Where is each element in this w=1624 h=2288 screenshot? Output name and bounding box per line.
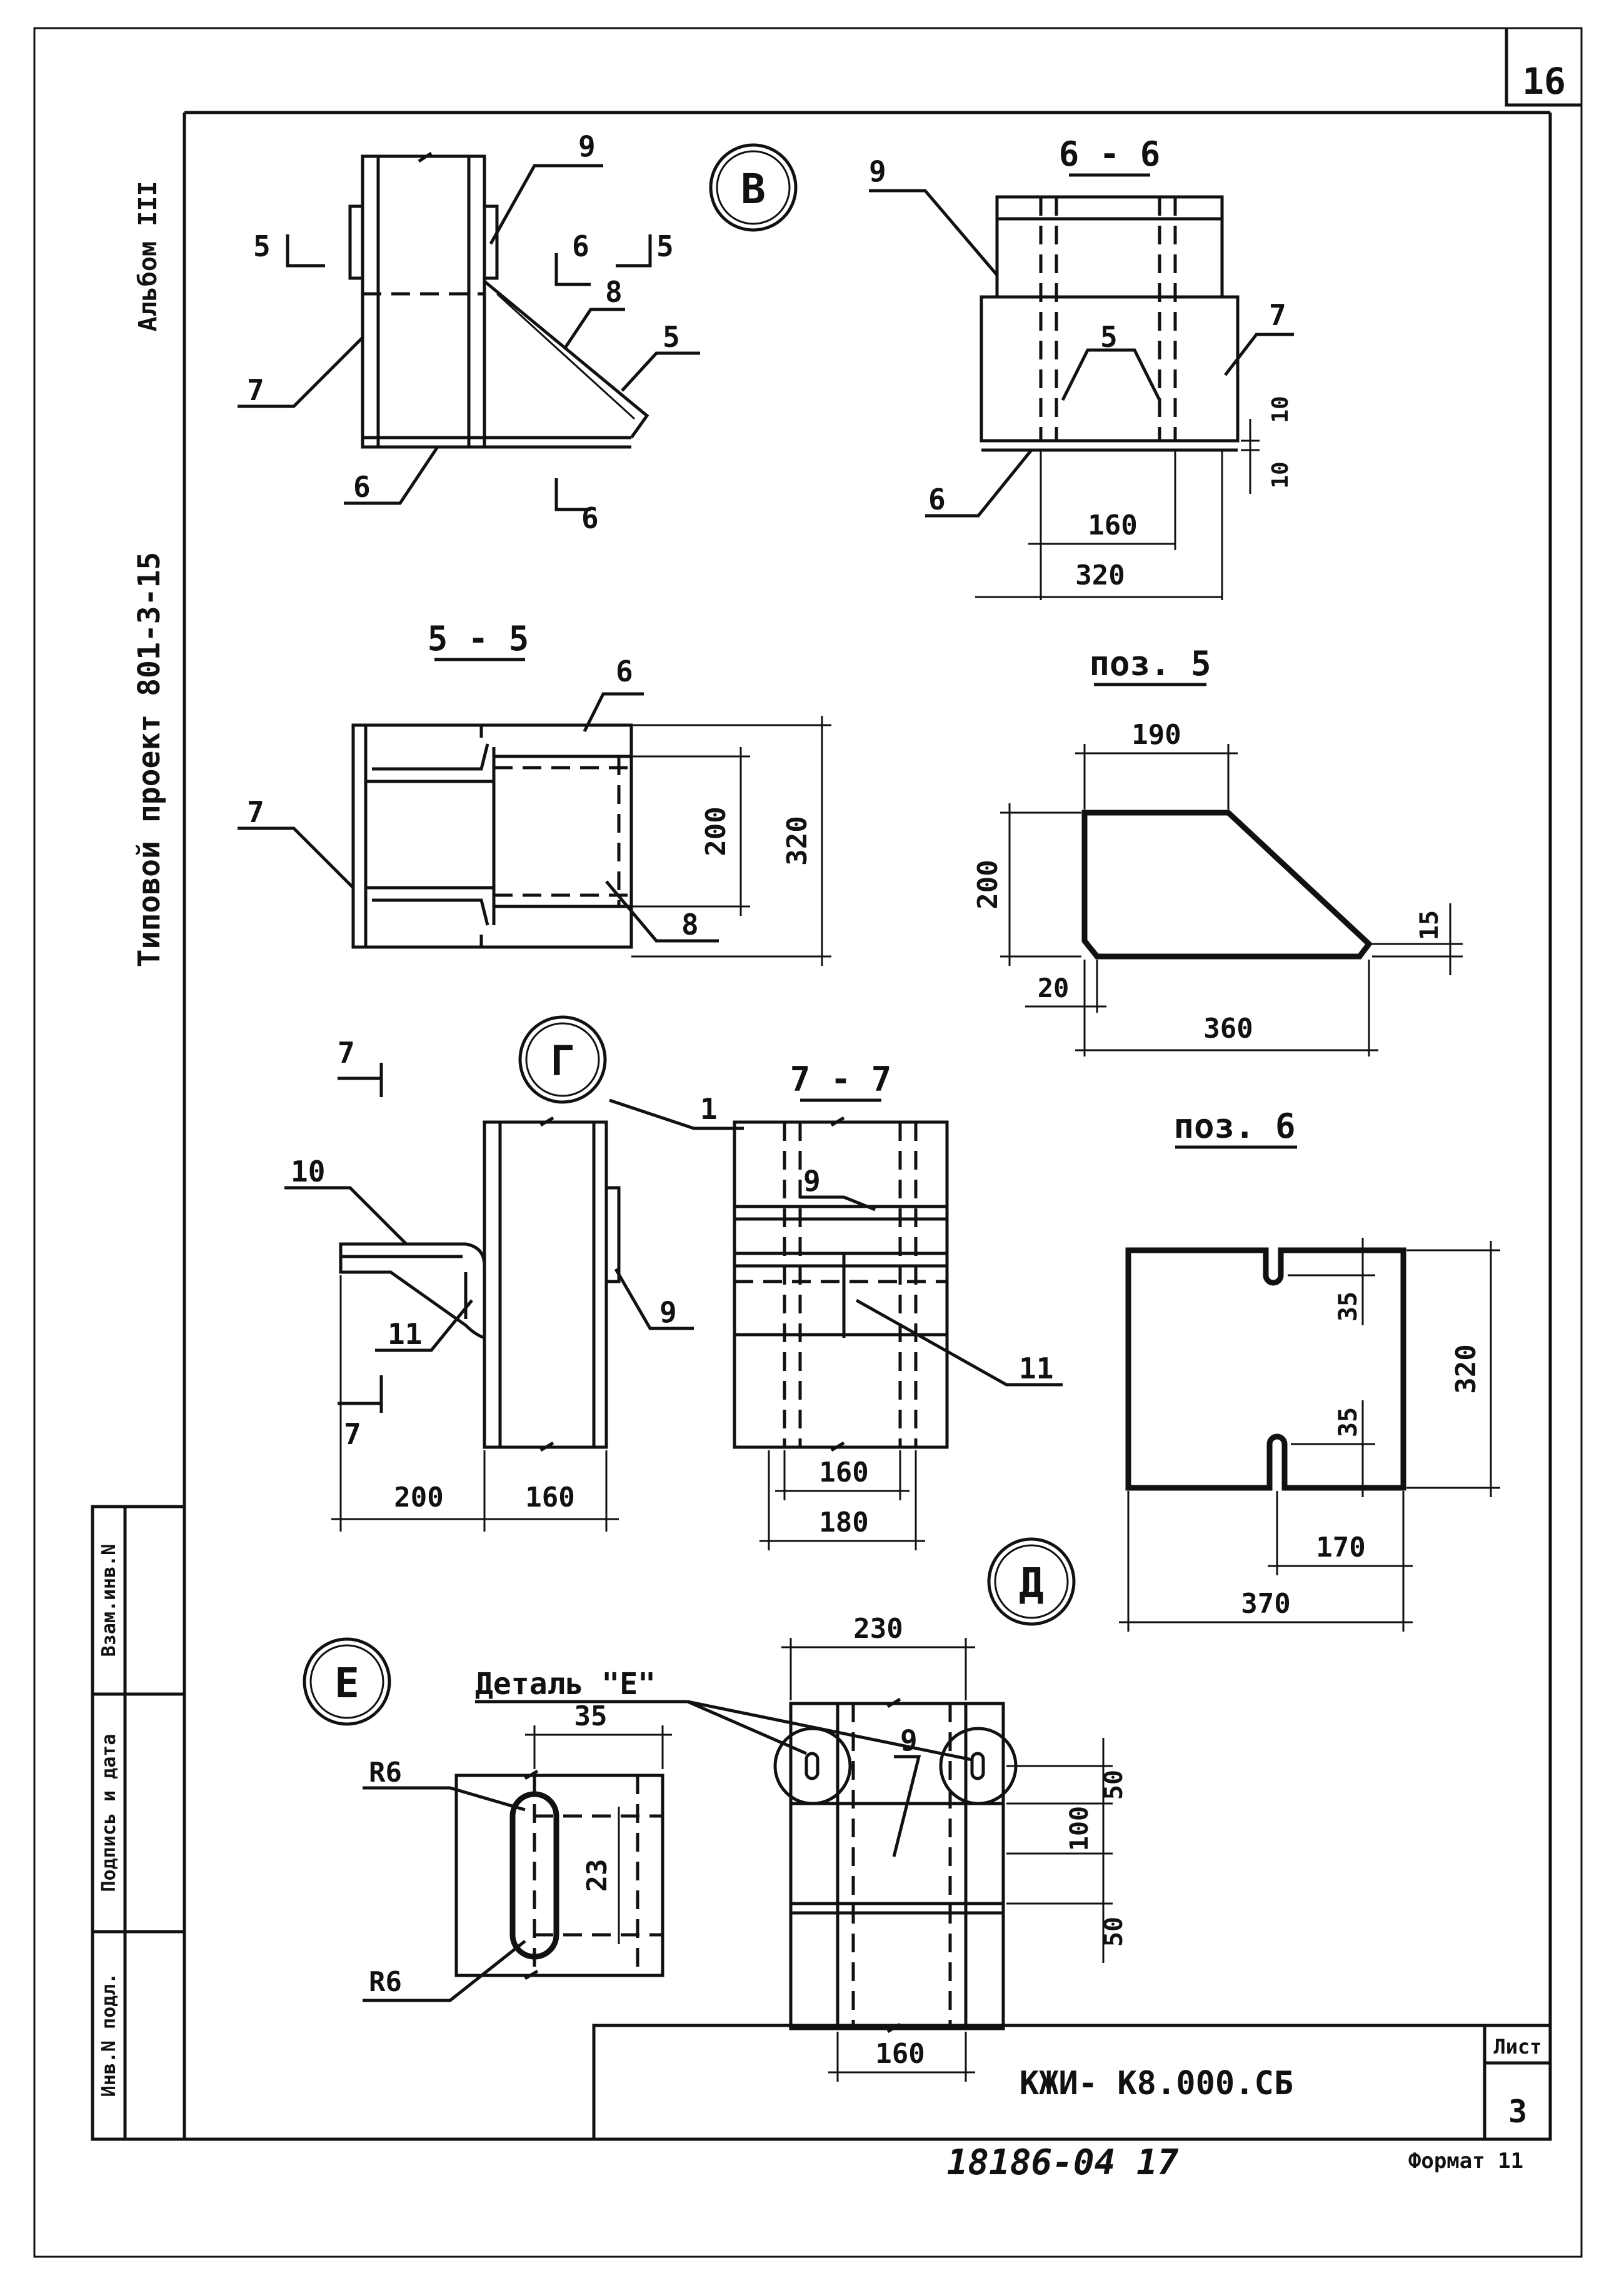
node-g-d160: 160 <box>525 1482 574 1513</box>
archive-number: 18186-04 17 <box>947 2142 1179 2183</box>
node-v-cut5a: 5 <box>253 229 271 263</box>
album-label: Альбом III <box>134 181 163 332</box>
node-d-p9: 9 <box>900 1724 918 1757</box>
section-77-d160: 160 <box>819 1457 868 1488</box>
pos6: поз. 6 35 35 320 170 370 <box>1119 1106 1500 1632</box>
section-55-h200: 200 <box>700 806 732 856</box>
pos5-chamfer: 15 <box>1415 910 1444 940</box>
node-g: Г 7 7 10 1 9 11 200 160 <box>284 1015 744 1532</box>
section-77-p9: 9 <box>803 1164 821 1198</box>
inv-podl-label: Инв.N подл. <box>98 1973 120 2097</box>
section-66-p6: 6 <box>928 483 946 516</box>
node-g-title: Г <box>550 1037 575 1085</box>
node-v-title: В <box>741 165 766 213</box>
node-v-cut6a: 6 <box>572 229 589 263</box>
section-55: 5 - 5 6 7 8 200 320 <box>238 619 831 966</box>
node-d: Д Деталь "Е" 9 230 50 100 50 <box>475 1537 1128 2082</box>
node-g-p9: 9 <box>659 1295 677 1329</box>
page-number: 16 <box>1522 60 1566 103</box>
vzam-label: Взам.инв.N <box>98 1544 120 1657</box>
section-66-title: 6 - 6 <box>1059 134 1161 174</box>
section-77-d180: 180 <box>819 1507 868 1538</box>
node-v-cut6b: 6 <box>581 501 599 535</box>
pos6-slot-top: 35 <box>1334 1292 1363 1322</box>
node-g-p11: 11 <box>388 1317 422 1351</box>
podpis-label: Подпись и дата <box>98 1734 120 1892</box>
node-d-d100: 100 <box>1065 1806 1094 1851</box>
pos5-top: 190 <box>1131 719 1181 751</box>
section-66-p7: 7 <box>1269 298 1286 332</box>
pos5-title: поз. 5 <box>1089 644 1211 683</box>
pos6-offset: 170 <box>1316 1532 1365 1563</box>
node-g-d200: 200 <box>394 1482 443 1513</box>
section-66-p9: 9 <box>869 154 886 188</box>
node-v-p9: 9 <box>578 129 596 163</box>
node-g-p1: 1 <box>700 1092 718 1126</box>
section-55-h320: 320 <box>781 816 813 865</box>
section-66-outer: 320 <box>1075 559 1125 591</box>
section-55-p8: 8 <box>681 908 699 941</box>
sheet-number: 3 <box>1508 2094 1527 2130</box>
section-77: 7 - 7 9 11 160 180 <box>733 1060 1063 1550</box>
section-55-title: 5 - 5 <box>428 619 529 658</box>
pos6-title: поз. 6 <box>1173 1106 1295 1146</box>
section-55-p7: 7 <box>247 795 264 829</box>
section-66-inner: 160 <box>1088 509 1137 541</box>
node-d-detail-label: Деталь "Е" <box>475 1667 656 1702</box>
pos6-width: 370 <box>1241 1588 1290 1620</box>
pos6-slot-bottom: 35 <box>1334 1407 1363 1437</box>
drawing-code: КЖИ- К8.000.СБ <box>1020 2065 1293 2102</box>
node-d-top: 230 <box>853 1613 903 1645</box>
node-v-p5: 5 <box>663 320 680 354</box>
pos5-width: 360 <box>1203 1013 1253 1045</box>
node-v-p8: 8 <box>605 275 623 309</box>
node-d-d50a: 50 <box>1100 1770 1128 1800</box>
project-label: Типовой проект 801-3-15 <box>132 552 167 968</box>
node-e: Е 35 23 R6 R6 <box>303 1637 672 2002</box>
sheet-frame <box>33 27 1583 2258</box>
section-66: 6 - 6 9 5 7 6 10 10 160 320 <box>869 134 1294 600</box>
pos5-left: 20 <box>1038 973 1070 1003</box>
node-v-p7: 7 <box>247 373 264 407</box>
pos5: поз. 5 190 200 15 20 360 <box>972 644 1463 1056</box>
node-d-d50b: 50 <box>1100 1917 1128 1947</box>
section-77-p11: 11 <box>1019 1352 1053 1385</box>
node-v: В 5 6 5 6 9 8 5 7 6 <box>238 129 798 535</box>
node-e-r-bottom: R6 <box>369 1966 402 1998</box>
pos6-height: 320 <box>1450 1344 1482 1393</box>
sheet-label: Лист <box>1493 2035 1541 2059</box>
node-e-length: 23 <box>581 1859 613 1892</box>
node-g-cut7a: 7 <box>338 1036 355 1070</box>
section-77-title: 7 - 7 <box>790 1060 892 1099</box>
section-66-p5: 5 <box>1100 320 1118 354</box>
node-e-title: Е <box>334 1659 359 1707</box>
format-label: Формат 11 <box>1408 2149 1523 2174</box>
node-v-p6: 6 <box>353 470 371 504</box>
section-66-t2: 10 <box>1268 461 1293 488</box>
node-v-cut5b: 5 <box>656 229 674 263</box>
section-55-p6: 6 <box>616 655 633 688</box>
node-g-p10: 10 <box>291 1155 325 1188</box>
node-g-cut7b: 7 <box>344 1417 361 1451</box>
pos5-height: 200 <box>972 860 1004 909</box>
node-e-r-top: R6 <box>369 1757 402 1789</box>
node-d-bottom: 160 <box>875 2038 925 2070</box>
node-e-width: 35 <box>574 1700 608 1732</box>
section-66-t1: 10 <box>1268 396 1293 423</box>
node-d-title: Д <box>1019 1559 1044 1607</box>
